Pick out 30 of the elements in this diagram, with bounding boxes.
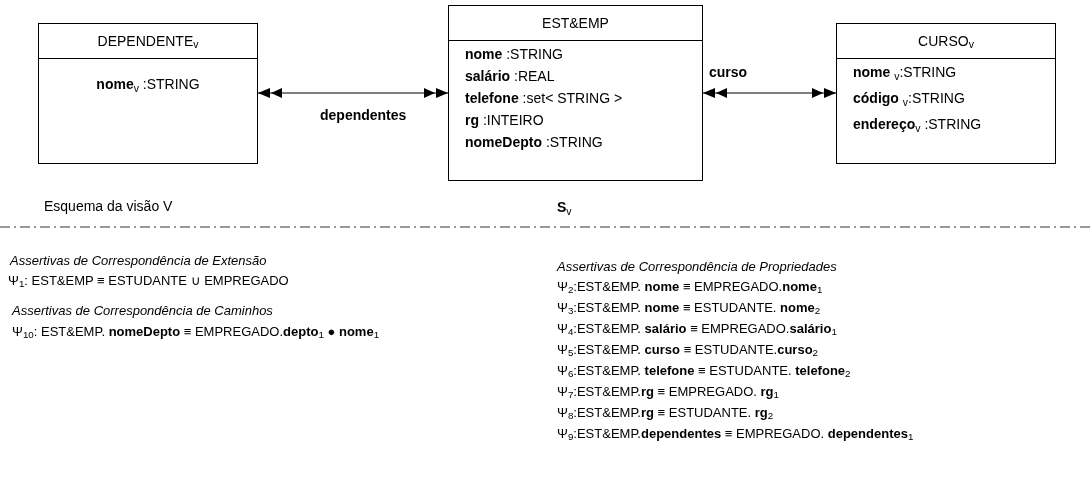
attribute: salário :REAL <box>465 67 556 85</box>
class-name: CURSO$_{v}$ <box>918 31 974 52</box>
assertion-text: Ψ$_{7}$:EST&EMP.rg ≡ EMPREGADO. rg$_{1}$ <box>557 383 779 401</box>
attribute: nome$_{v}$ :STRING <box>96 75 200 93</box>
assertion-text: Ψ$_{5}$:EST&EMP. curso ≡ ESTUDANTE.curso$_{2}$ <box>557 341 818 359</box>
attribute: nomeDepto :STRING <box>465 133 604 151</box>
class-name: DEPENDENTE$_{v}$ <box>97 31 199 52</box>
class-name: EST&EMP <box>542 13 609 33</box>
attribute: código $_{v}$:STRING <box>853 89 966 107</box>
caption-text: Esquema da visão V <box>44 197 173 215</box>
section-heading: Assertivas de Correspondência de Extensão <box>10 252 267 270</box>
assertion-text: Ψ$_{9}$:EST&EMP.dependentes ≡ EMPREGADO. dependentes$_{1}$ <box>557 425 914 443</box>
attribute: rg :INTEIRO <box>465 111 545 129</box>
assertion-text: Ψ$_{1}$: EST&EMP ≡ ESTUDANTE ∪ EMPREGADO <box>8 272 289 290</box>
assertion-text: Ψ$_{2}$:EST&EMP. nome ≡ EMPREGADO.nome$_{1}$ <box>557 278 823 296</box>
assertion-text: Ψ$_{3}$:EST&EMP. nome ≡ ESTUDANTE. nome$_{2}$ <box>557 299 821 317</box>
caption-text: S$_{v}$ <box>557 198 572 216</box>
class-box <box>38 23 258 164</box>
assertion-text: Ψ$_{8}$:EST&EMP.rg ≡ ESTUDANTE. rg$_{2}$ <box>557 404 774 422</box>
section-heading: Assertivas de Correspondência de Caminhos <box>12 302 273 320</box>
attribute: endereço$_{v}$ :STRING <box>853 115 983 133</box>
section-heading: Assertivas de Correspondência de Propriedades <box>557 258 837 276</box>
attribute: nome :STRING <box>465 45 564 63</box>
assertion-text: Ψ$_{6}$:EST&EMP. telefone ≡ ESTUDANTE. telefone$_{2}$ <box>557 362 851 380</box>
assertion-text: Ψ$_{10}$: EST&EMP. nomeDepto ≡ EMPREGADO.depto$_{1}$ ● nome$_{1}$ <box>12 323 380 341</box>
attribute: telefone :set< STRING > <box>465 89 624 107</box>
attribute: nome $_{v}$:STRING <box>853 63 958 81</box>
assertion-text: Ψ$_{4}$:EST&EMP. salário ≡ EMPREGADO.salário$_{1}$ <box>557 320 837 338</box>
class-box <box>836 23 1056 164</box>
class-box <box>448 5 703 181</box>
